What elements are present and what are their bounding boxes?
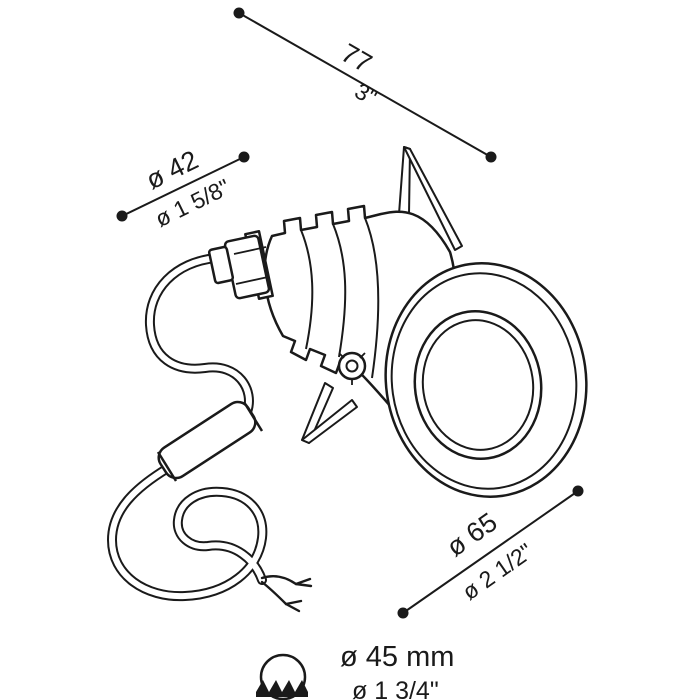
gland-nipple [207, 245, 235, 285]
lens-inner-ring [421, 319, 535, 451]
cutout-note: ø 45 mm ø 1 3/4" [256, 641, 454, 700]
front-bezel [384, 262, 588, 498]
saw-teeth-icon [256, 680, 308, 697]
collar-ring [300, 229, 314, 350]
driver-end-cap [242, 401, 264, 432]
dimension-gland: ø 42 ø 1 5/8" [116, 145, 250, 232]
top-clip-arm [403, 146, 463, 251]
lens-outer-ring [413, 309, 543, 461]
dimension-line [121, 156, 245, 217]
stripped-wire-ends [260, 575, 313, 613]
cable-gland [207, 230, 274, 300]
wire-lead [260, 575, 298, 586]
dimension-endpoint-dot [116, 210, 128, 222]
cutout-inch: ø 1 3/4" [352, 677, 439, 700]
cable-core [109, 465, 266, 600]
dimension-endpoint-dot [572, 485, 584, 497]
bezel-inner-rim [390, 272, 578, 490]
wire-lead [260, 580, 288, 606]
dimension-length: 77 3" [233, 7, 497, 163]
cutout-mm: ø 45 mm [340, 641, 454, 673]
screw-knurl-ticks [338, 352, 366, 385]
dimension-endpoint-dot [233, 7, 245, 19]
driver-end-cap [156, 451, 178, 482]
dimension-bezel: ø 65 ø 2 1/2" [397, 485, 584, 619]
bottom-clip-arm [301, 399, 358, 444]
wire-strands [284, 599, 303, 613]
adjustment-screw-center [345, 359, 359, 373]
inline-driver-box [156, 400, 264, 482]
dimension-endpoint-dot [238, 151, 250, 163]
dimension-endpoint-dot [485, 151, 497, 163]
hex-facet-lines [233, 246, 269, 285]
dimension-line [238, 12, 492, 158]
dimension-bezel-mm: ø 65 [441, 507, 502, 563]
cable-core [146, 255, 252, 415]
dimension-endpoint-dot [397, 607, 409, 619]
collar-ring [332, 223, 347, 358]
dimension-length-inch: 3" [350, 78, 381, 111]
dimension-line [402, 490, 579, 614]
wire-strands [294, 577, 313, 588]
power-cable [107, 253, 313, 613]
hole-saw-icon [259, 653, 307, 700]
housing-seam [364, 217, 380, 379]
